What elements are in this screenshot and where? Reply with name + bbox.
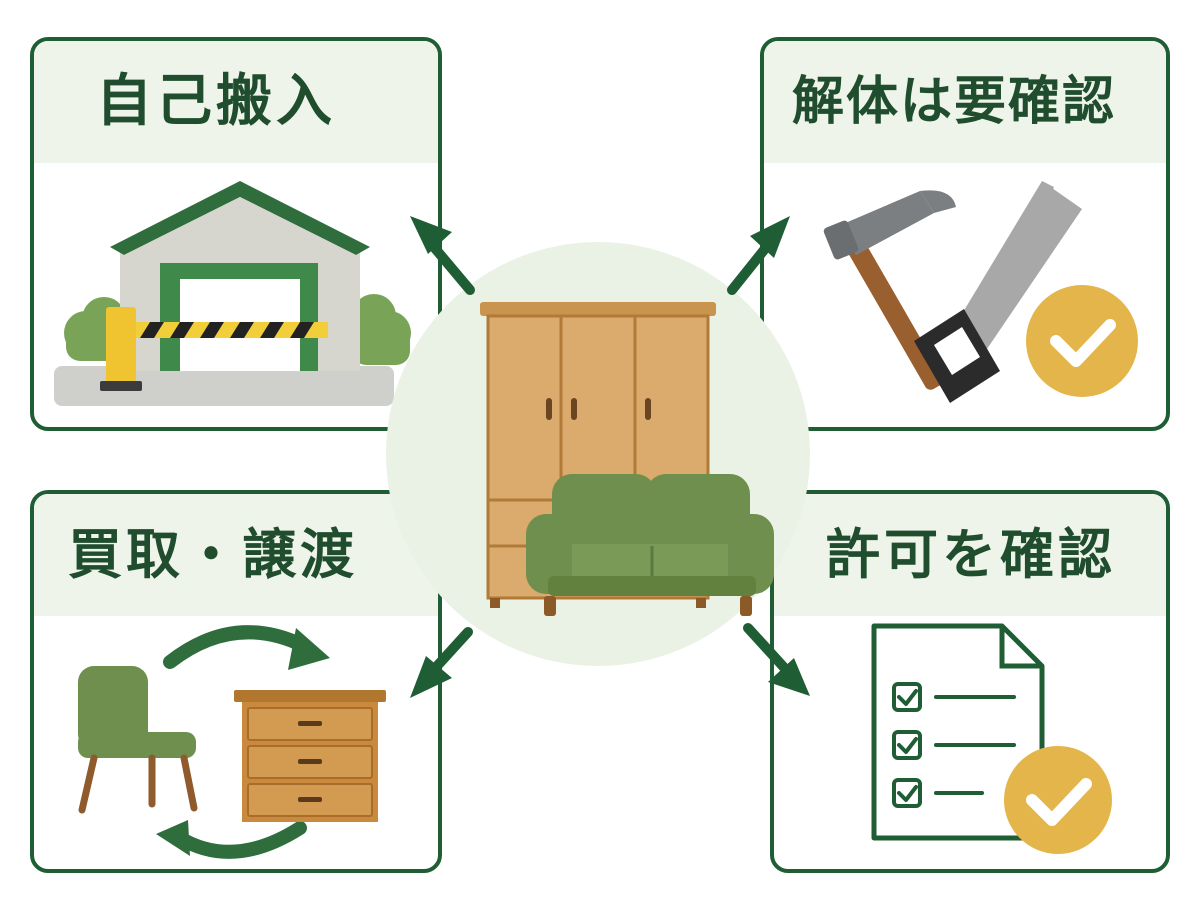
chair-icon	[78, 666, 198, 814]
card-title-self-haul: 自己搬入	[96, 69, 336, 134]
card-header	[34, 494, 438, 616]
card-buy-transfer: 買取・譲渡	[30, 490, 442, 873]
checklist-illustration	[871, 623, 1112, 854]
bush-icon	[352, 294, 411, 365]
hammer-icon	[823, 190, 956, 390]
checklist-document-icon	[871, 623, 1045, 841]
disposal-facility-illustration	[54, 181, 411, 406]
card-title-buy-transfer: 買取・譲渡	[68, 523, 358, 586]
card-header	[34, 41, 438, 163]
sofa-icon	[526, 474, 774, 616]
exchange-arrow-icon	[163, 625, 330, 670]
center-circle	[386, 242, 810, 666]
exchange-illustration	[78, 625, 386, 859]
wardrobe-icon	[480, 302, 716, 608]
check-badge-icon	[1004, 746, 1112, 854]
card-title-disassembly: 解体は要確認	[792, 72, 1117, 132]
check-badge-icon	[1026, 285, 1138, 397]
card-self-haul: 自己搬入	[30, 37, 442, 431]
card-disassembly: 解体は要確認	[760, 37, 1170, 431]
exchange-arrow-icon	[156, 820, 307, 859]
card-permit: 許可を確認	[770, 490, 1170, 873]
saw-icon	[914, 181, 1082, 403]
card-header	[764, 41, 1166, 163]
card-title-permit: 許可を確認	[826, 523, 1116, 586]
dresser-icon	[234, 690, 386, 822]
tools-illustration	[823, 181, 1138, 403]
card-header	[774, 494, 1166, 616]
